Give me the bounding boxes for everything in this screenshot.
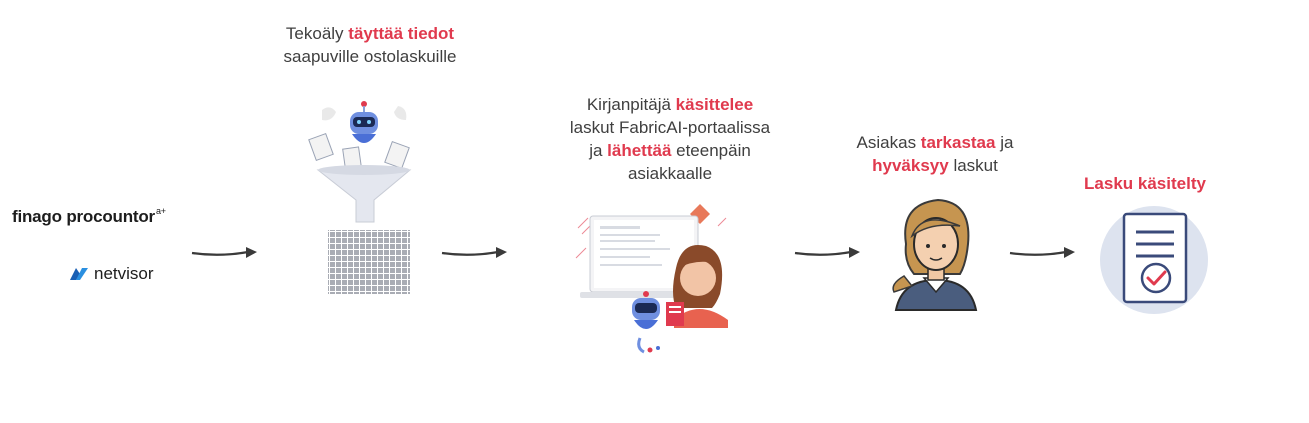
step3-caption: Asiakas tarkastaa ja hyväksyy laskut bbox=[856, 133, 1014, 175]
robot-funnel-icon bbox=[308, 101, 412, 294]
arrow-right-icon bbox=[794, 247, 860, 258]
finago-procountor-logo: finago procountora+ bbox=[12, 206, 166, 226]
customer-avatar-icon bbox=[892, 198, 978, 311]
arrow-right-icon bbox=[441, 247, 507, 258]
netvisor-logo: netvisor bbox=[68, 264, 154, 284]
portal-laptop-icon bbox=[575, 204, 728, 354]
arrow-right-icon bbox=[191, 247, 257, 258]
step2-caption: Kirjanpitäjä käsittelee laskut FabricAI-… bbox=[569, 95, 771, 183]
approved-document-icon bbox=[1100, 206, 1208, 314]
arrow-right-icon bbox=[1009, 247, 1075, 258]
step4-caption: Lasku käsitelty bbox=[1084, 174, 1206, 193]
step1-caption: Tekoäly täyttää tiedot saapuville ostola… bbox=[283, 24, 457, 66]
netvisor-mark-icon bbox=[70, 268, 88, 280]
